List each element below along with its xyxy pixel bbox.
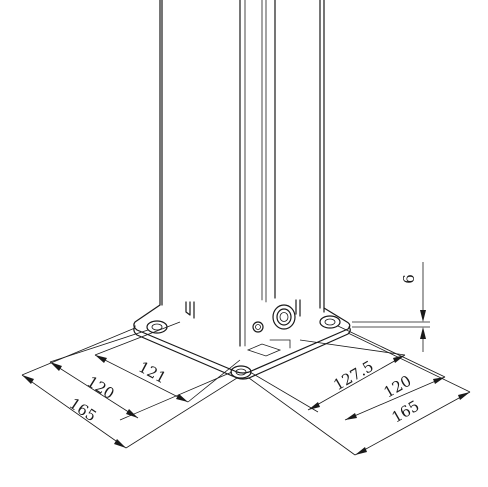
screw-terminal (252, 321, 264, 333)
thickness-dimension (352, 262, 430, 352)
right-dimension-lines (248, 325, 471, 456)
mounting-hole-right (319, 315, 341, 329)
mounting-hole-right-inner (324, 318, 336, 326)
dim-label-right-165: 165 (389, 397, 423, 427)
post-column (159, 0, 325, 347)
base-plate (133, 299, 351, 380)
dim-label-left-120: 120 (84, 373, 118, 403)
dim-label-right-127-5: 127.5 (330, 357, 376, 394)
mounting-hole-left-inner (151, 323, 163, 331)
dim-label-thickness: 6 (400, 274, 418, 284)
left-dimension-lines (21, 321, 241, 449)
dim-label-left-121: 121 (135, 358, 169, 387)
dim-label-left-165: 165 (66, 394, 100, 425)
cable-gland (272, 304, 296, 330)
mounting-hole-front-inner (235, 368, 247, 376)
